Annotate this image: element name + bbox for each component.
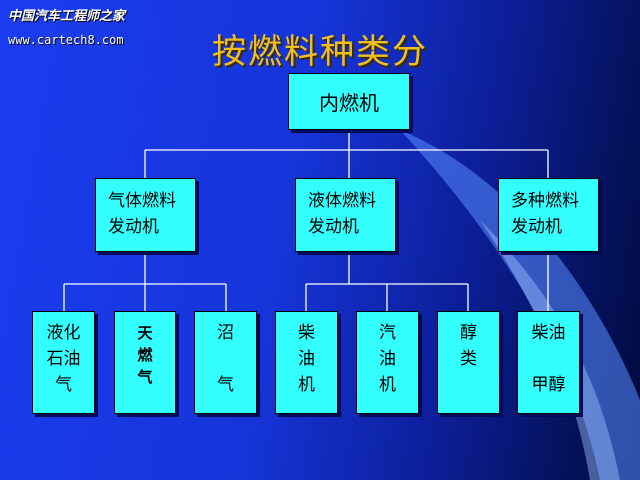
watermark-url: www.cartech8.com [8, 33, 124, 47]
leaf-lpg: 液化 石油 气 [32, 311, 95, 414]
category-multi-fuel-engine: 多种燃料 发动机 [498, 178, 599, 252]
leaf-biogas: 沼 气 [194, 311, 257, 414]
leaf-gasoline-engine: 汽 油 机 [356, 311, 419, 414]
category-liquid-fuel-engine: 液体燃料 发动机 [295, 178, 396, 252]
root-node: 内燃机 [288, 73, 410, 130]
category-gas-fuel-engine: 气体燃料 发动机 [95, 178, 196, 252]
watermark-chinese: 中国汽车工程师之家 [8, 9, 126, 24]
slide-title: 按燃料种类分 [212, 32, 428, 72]
leaf-diesel-engine: 柴 油 机 [275, 311, 338, 414]
leaf-diesel-methanol: 柴油 甲醇 [517, 311, 580, 414]
leaf-alcohols: 醇 类 [437, 311, 500, 414]
leaf-natural-gas: 天 燃 气 [114, 311, 176, 414]
